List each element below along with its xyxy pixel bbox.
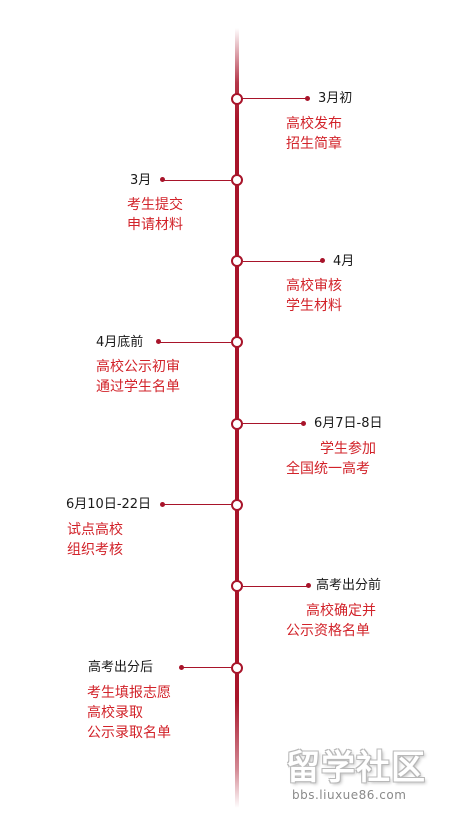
event-description-line: 高校发布 xyxy=(286,116,342,132)
event-description: 高校发布 招生简章 xyxy=(286,114,342,154)
timeline-node xyxy=(231,174,243,186)
timeline-node xyxy=(231,336,243,348)
event-description: 考生提交 申请材料 xyxy=(127,195,183,235)
event-date: 4月 xyxy=(333,254,355,269)
timeline-connector xyxy=(243,423,303,424)
event-description-line: 公示资格名单 xyxy=(286,623,370,639)
timeline-dot xyxy=(305,96,310,101)
timeline-dot xyxy=(156,339,161,344)
timeline-dot xyxy=(301,421,306,426)
timeline-connector xyxy=(163,180,231,181)
event-description-line: 招生简章 xyxy=(286,136,342,152)
watermark-brand: 留学社区 xyxy=(286,748,426,788)
timeline-dot xyxy=(320,258,325,263)
timeline-node xyxy=(231,418,243,430)
site-watermark: 留学社区 bbs.liuxue86.com xyxy=(286,748,446,808)
event-description: 高校公示初审 通过学生名单 xyxy=(96,357,180,397)
event-description-line: 组织考核 xyxy=(67,542,123,558)
event-date: 6月10日-22日 xyxy=(66,497,152,512)
event-description-line: 高校录取 xyxy=(87,705,143,721)
timeline-node xyxy=(231,93,243,105)
event-description-line: 申请材料 xyxy=(127,217,183,233)
event-description-line: 考生提交 xyxy=(127,197,183,213)
event-description-line: 学生材料 xyxy=(286,298,342,314)
timeline-dot xyxy=(179,665,184,670)
event-description-line: 高校公示初审 xyxy=(96,359,180,375)
timeline-connector xyxy=(160,342,231,343)
event-description: 试点高校 组织考核 xyxy=(67,520,123,560)
event-date: 高考出分后 xyxy=(88,660,154,675)
event-description: 高校审核 学生材料 xyxy=(286,276,342,316)
timeline-dot xyxy=(306,583,311,588)
timeline-dot xyxy=(160,177,165,182)
timeline-connector xyxy=(243,261,322,262)
timeline-connector xyxy=(243,98,307,99)
event-description-line: 考生填报志愿 xyxy=(87,685,171,701)
event-description-line: 高校审核 xyxy=(286,278,342,294)
event-description: 学生参加 全国统一高考 xyxy=(286,439,376,479)
timeline-node xyxy=(231,580,243,592)
event-description-line: 公示录取名单 xyxy=(87,725,171,741)
event-date: 6月7日-8日 xyxy=(314,416,383,431)
event-description-line: 全国统一高考 xyxy=(286,461,370,477)
event-date: 3月 xyxy=(130,173,152,188)
event-date: 3月初 xyxy=(318,91,353,106)
event-date: 高考出分前 xyxy=(316,578,382,593)
watermark-url: bbs.liuxue86.com xyxy=(292,788,407,802)
timeline-node xyxy=(231,255,243,267)
event-description: 高校确定并 公示资格名单 xyxy=(286,601,376,641)
timeline-connector xyxy=(243,586,308,587)
timeline-dot xyxy=(160,502,165,507)
timeline-connector xyxy=(163,504,231,505)
timeline-connector xyxy=(182,667,231,668)
event-date: 4月底前 xyxy=(96,335,144,350)
event-description-line: 通过学生名单 xyxy=(96,379,180,395)
event-description-line: 高校确定并 xyxy=(306,603,376,619)
timeline-node xyxy=(231,499,243,511)
event-description-line: 试点高校 xyxy=(67,522,123,538)
timeline-node xyxy=(231,662,243,674)
event-description-line: 学生参加 xyxy=(320,441,376,457)
event-description: 考生填报志愿 高校录取 公示录取名单 xyxy=(87,683,171,743)
